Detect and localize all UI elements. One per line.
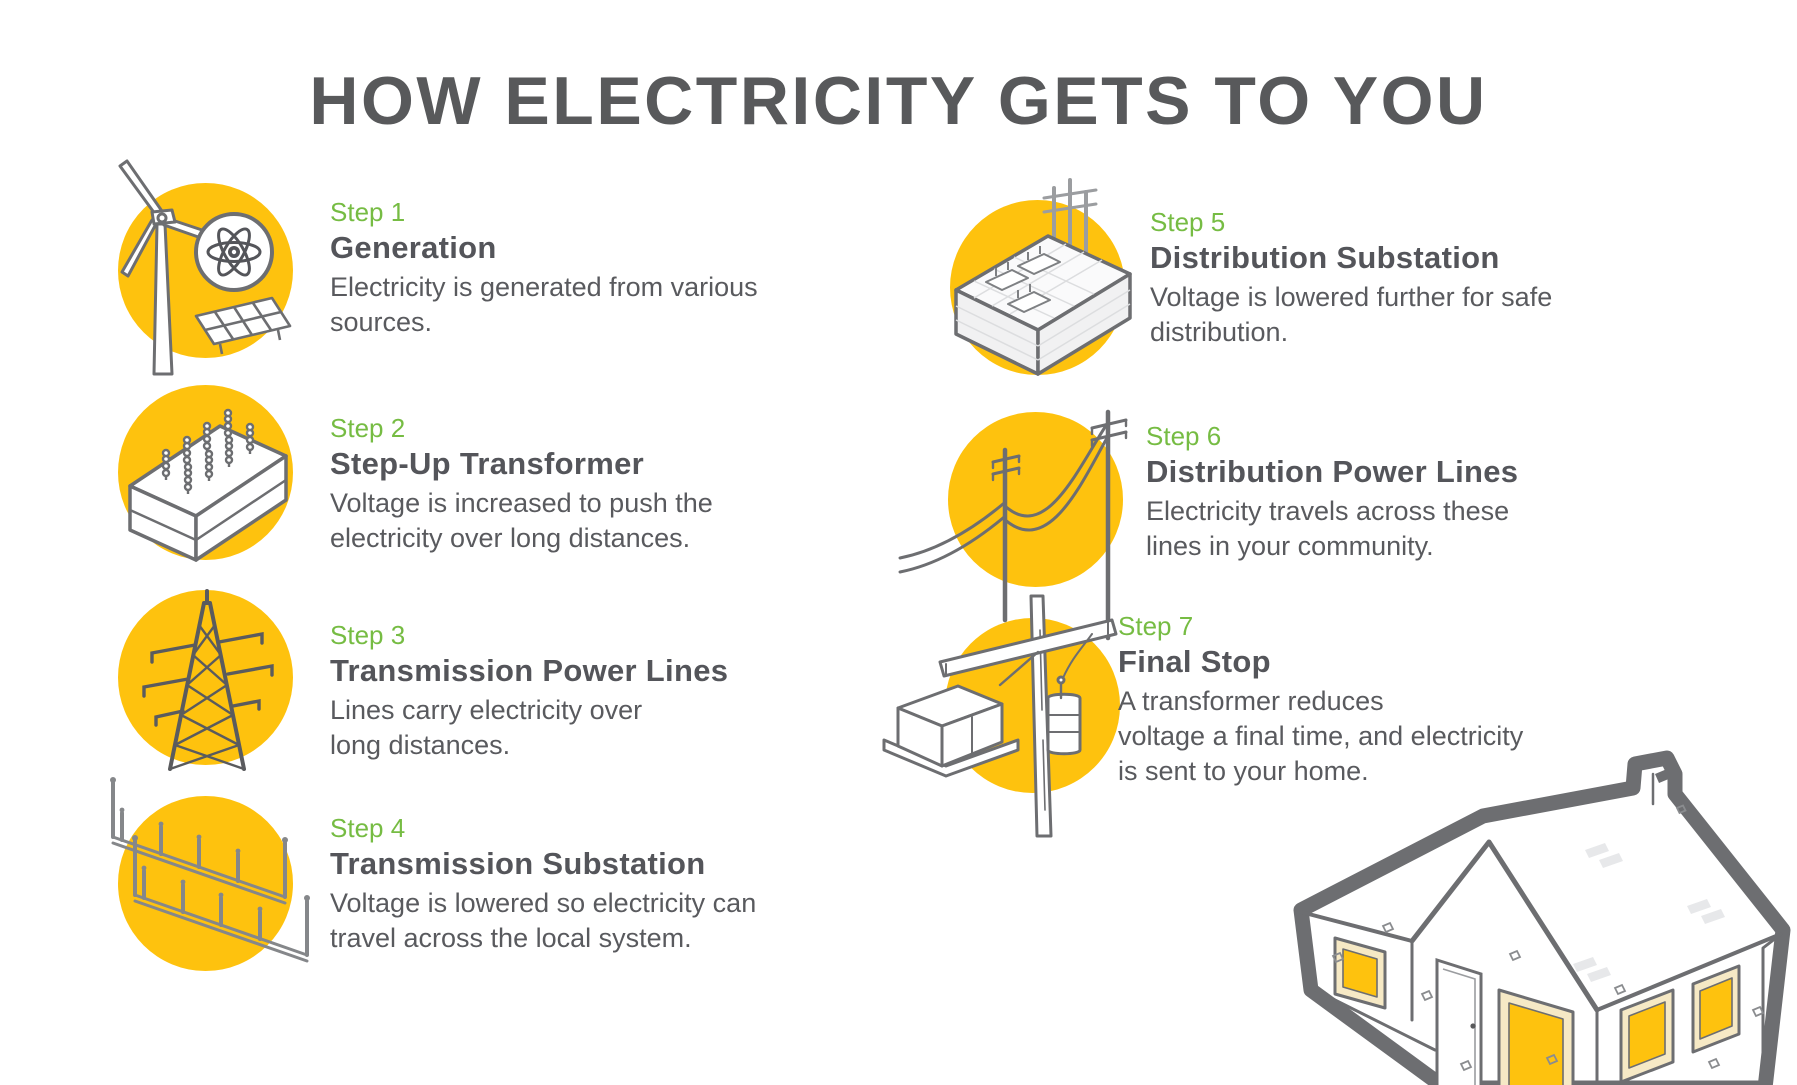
page-title: HOW ELECTRICITY GETS TO YOU (309, 63, 1488, 139)
step5-heading: Distribution Substation (1150, 240, 1500, 275)
step4-heading: Transmission Substation (330, 846, 706, 881)
step7-body: A transformer reduces voltage a final ti… (1118, 686, 1524, 786)
step7-heading: Final Stop (1118, 644, 1271, 679)
step2-heading: Step-Up Transformer (330, 446, 645, 481)
step3-text: Step 3 Transmission Power Lines Lines ca… (330, 619, 728, 763)
step2-label: Step 2 (330, 413, 406, 443)
step1-label: Step 1 (330, 197, 406, 227)
transmission-tower-icon (142, 589, 274, 771)
house-illustration (1293, 750, 1791, 1085)
step3-label: Step 3 (330, 620, 406, 650)
step7-label: Step 7 (1118, 611, 1194, 641)
step6-heading: Distribution Power Lines (1146, 454, 1519, 489)
wind-turbine-atom-solar-icon (118, 159, 292, 376)
step2-text: Step 2 Step-Up Transformer Voltage is in… (330, 412, 713, 556)
chimney-vent (1655, 769, 1671, 783)
step3-heading: Transmission Power Lines (330, 653, 729, 688)
step-up-transformer-icon (128, 408, 288, 562)
roof-shingle-marks (1573, 843, 1725, 982)
step5-body: Voltage is lowered further for safe dist… (1150, 282, 1553, 347)
step3-body: Lines carry electricity over long distan… (330, 695, 643, 760)
step1-body: Electricity is generated from various so… (330, 272, 758, 337)
step6-circle (948, 412, 1123, 587)
step4-circle (118, 796, 293, 971)
transmission-substation-icon (110, 777, 310, 963)
step5-label: Step 5 (1150, 207, 1226, 237)
step6-body: Electricity travels across these lines i… (1146, 496, 1510, 561)
distribution-substation-icon (954, 178, 1132, 376)
step5-text: Step 5 Distribution Substation Voltage i… (1150, 206, 1552, 350)
step6-label: Step 6 (1146, 421, 1222, 451)
step4-body: Voltage is lowered so electricity can tr… (330, 888, 757, 953)
step1-heading: Generation (330, 230, 497, 265)
distribution-pole-lines-icon (898, 409, 1128, 641)
step6-text: Step 6 Distribution Power Lines Electric… (1146, 420, 1518, 564)
step1-text: Step 1 Generation Electricity is generat… (330, 196, 758, 340)
atom-icon (194, 212, 274, 292)
house-windows (1333, 936, 1741, 1085)
step7-text: Step 7 Final Stop A transformer reduces … (1118, 610, 1523, 789)
pole-mounted-transformer-icon (882, 594, 1118, 838)
wall-speck-marks (1331, 804, 1765, 1072)
step4-label: Step 4 (330, 813, 406, 843)
step4-text: Step 4 Transmission Substation Voltage i… (330, 812, 756, 956)
solar-panel-icon (194, 296, 292, 355)
step3-circle (118, 590, 293, 765)
house-door (1435, 957, 1483, 1085)
step2-body: Voltage is increased to push the electri… (330, 488, 713, 553)
